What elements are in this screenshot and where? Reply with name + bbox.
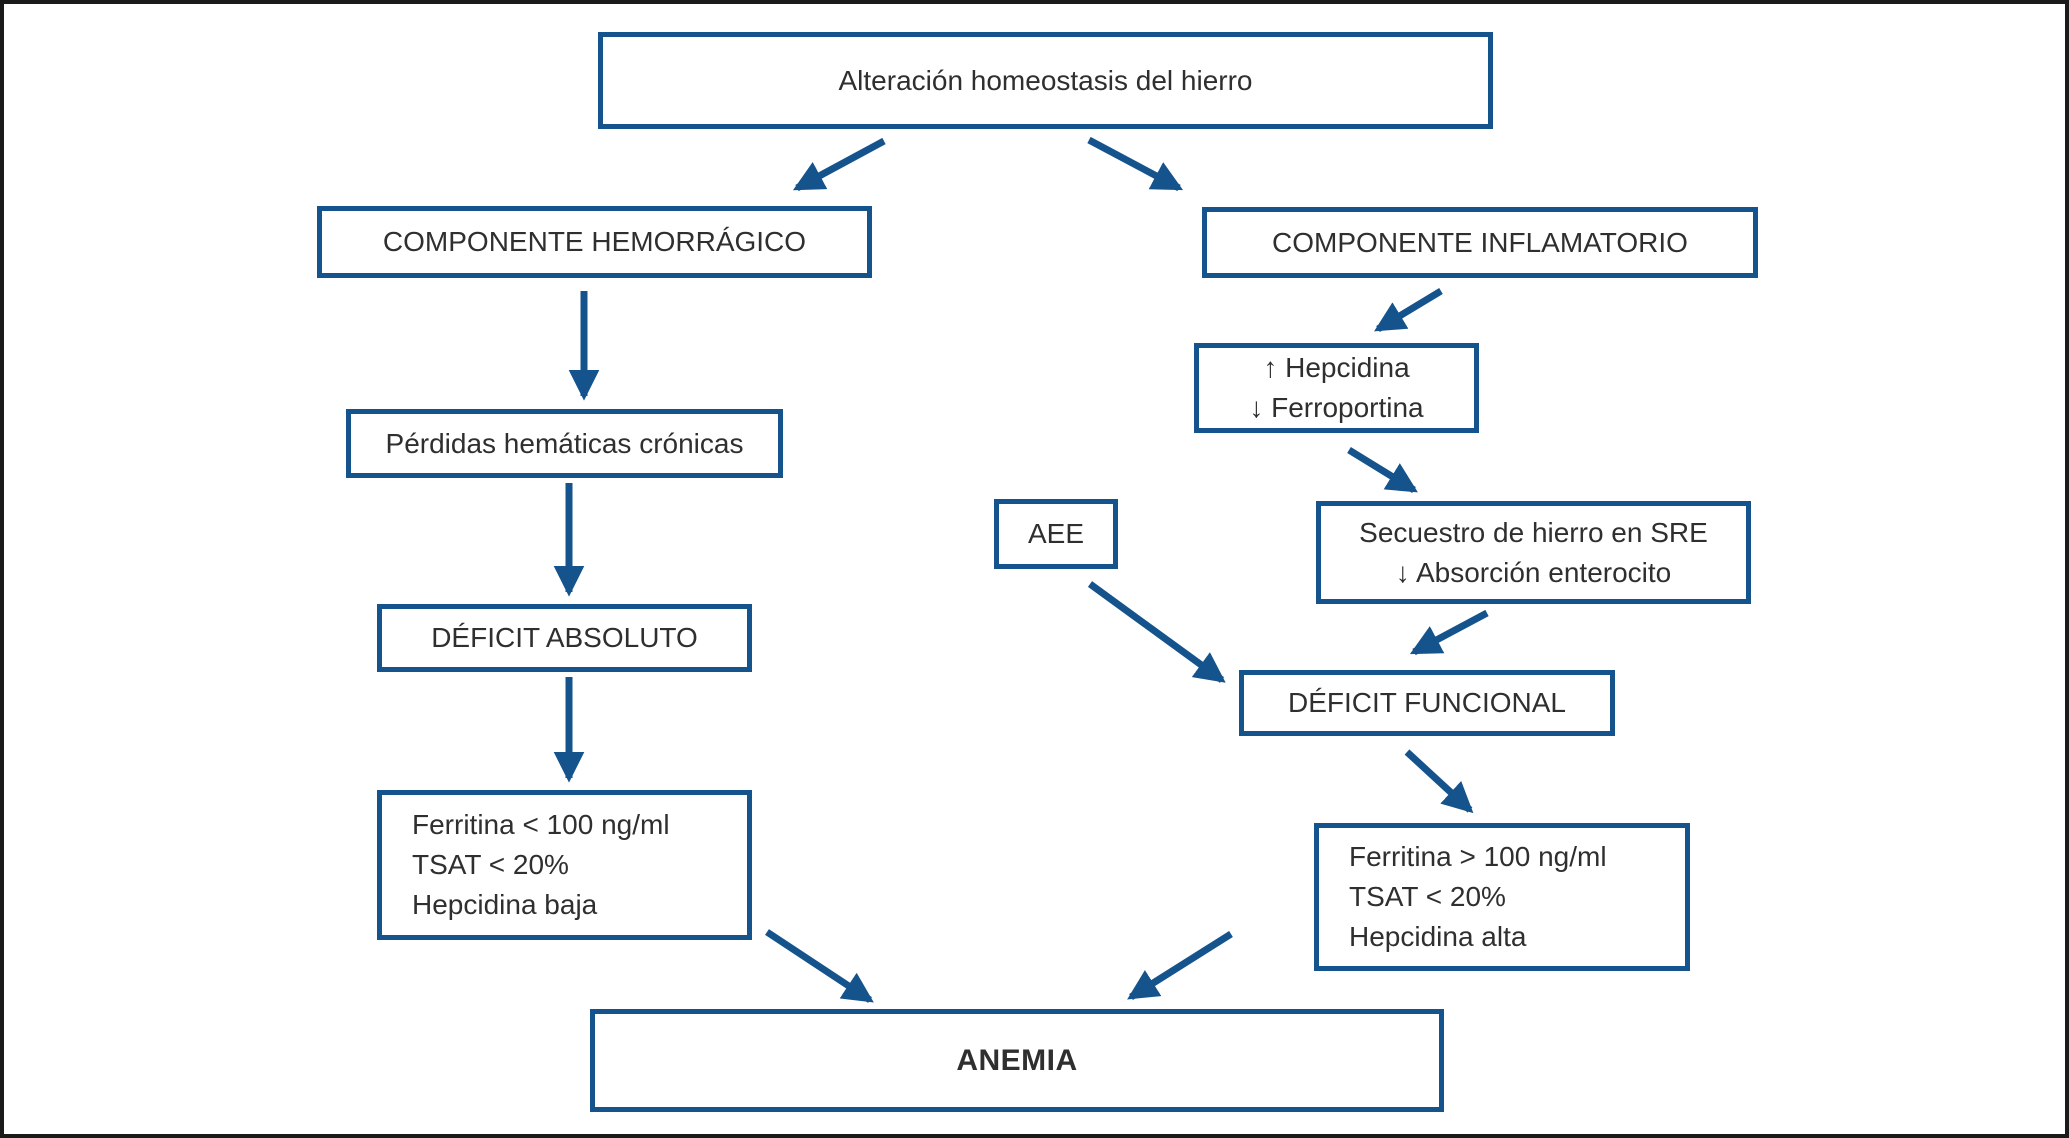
arrow-aee-to-deficit-funcional bbox=[1087, 581, 1226, 683]
node-secuestro-hierro-sre: Secuestro de hierro en SRE ↓ Absorción e… bbox=[1316, 501, 1751, 604]
node-line-down-ferroportina: ↓ Ferroportina bbox=[1249, 392, 1424, 423]
node-anemia: ANEMIA bbox=[590, 1009, 1444, 1112]
node-label: COMPONENTE INFLAMATORIO bbox=[1272, 226, 1688, 258]
node-hepcidina-ferroportina: ↑ Hepcidina ↓ Ferroportina bbox=[1194, 343, 1479, 433]
node-label: Alteración homeostasis del hierro bbox=[838, 64, 1253, 96]
node-label: DÉFICIT ABSOLUTO bbox=[431, 622, 698, 653]
node-perdidas-hematicas: Pérdidas hemáticas crónicas bbox=[346, 409, 783, 478]
criteria-tsat: TSAT < 20% bbox=[1349, 881, 1506, 912]
node-aee: AEE bbox=[994, 499, 1118, 569]
node-componente-inflamatorio: COMPONENTE INFLAMATORIO bbox=[1202, 207, 1758, 278]
node-label: Pérdidas hemáticas crónicas bbox=[385, 427, 744, 459]
criteria-ferritina: Ferritina > 100 ng/ml bbox=[1349, 841, 1607, 872]
arrow-top-to-inflammatory bbox=[1087, 136, 1184, 192]
node-alteracion-homeostasis: Alteración homeostasis del hierro bbox=[598, 32, 1493, 129]
node-label: DÉFICIT FUNCIONAL bbox=[1288, 687, 1566, 718]
node-line-secuestro: Secuestro de hierro en SRE bbox=[1359, 516, 1708, 548]
arrow-hepcidin-to-secuestro bbox=[1347, 447, 1418, 493]
arrow-ferritina-right-to-anemia bbox=[1127, 931, 1233, 1000]
node-label: AEE bbox=[1027, 518, 1085, 549]
node-criterios-deficit-funcional: Ferritina > 100 ng/ml TSAT < 20% Hepcidi… bbox=[1314, 823, 1690, 971]
node-deficit-funcional: DÉFICIT FUNCIONAL bbox=[1239, 670, 1615, 736]
node-line-absorcion: ↓ Absorción enterocito bbox=[1395, 556, 1672, 588]
connector-layer bbox=[553, 136, 1489, 1003]
arrow-top-to-hemorrhagic bbox=[792, 137, 886, 192]
node-deficit-absoluto: DÉFICIT ABSOLUTO bbox=[377, 604, 752, 672]
node-label: ANEMIA bbox=[956, 1043, 1078, 1077]
node-componente-hemorragico: COMPONENTE HEMORRÁGICO bbox=[317, 206, 872, 278]
node-line-up-hepcidina: ↑ Hepcidina bbox=[1263, 352, 1410, 383]
arrow-ferritina-left-to-anemia bbox=[765, 929, 874, 1003]
arrow-secuestro-to-deficit-funcional bbox=[1409, 609, 1489, 656]
criteria-hepcidina: Hepcidina alta bbox=[1349, 921, 1527, 952]
node-label: COMPONENTE HEMORRÁGICO bbox=[382, 226, 807, 257]
criteria-ferritina: Ferritina < 100 ng/ml bbox=[412, 809, 670, 840]
criteria-hepcidina: Hepcidina baja bbox=[412, 889, 598, 920]
node-criterios-deficit-absoluto: Ferritina < 100 ng/ml TSAT < 20% Hepcidi… bbox=[377, 790, 752, 940]
criteria-tsat: TSAT < 20% bbox=[412, 849, 569, 880]
arrow-inflammatory-to-hepcidin bbox=[1374, 288, 1443, 332]
arrow-deficit-funcional-to-ferritina bbox=[1404, 749, 1474, 814]
